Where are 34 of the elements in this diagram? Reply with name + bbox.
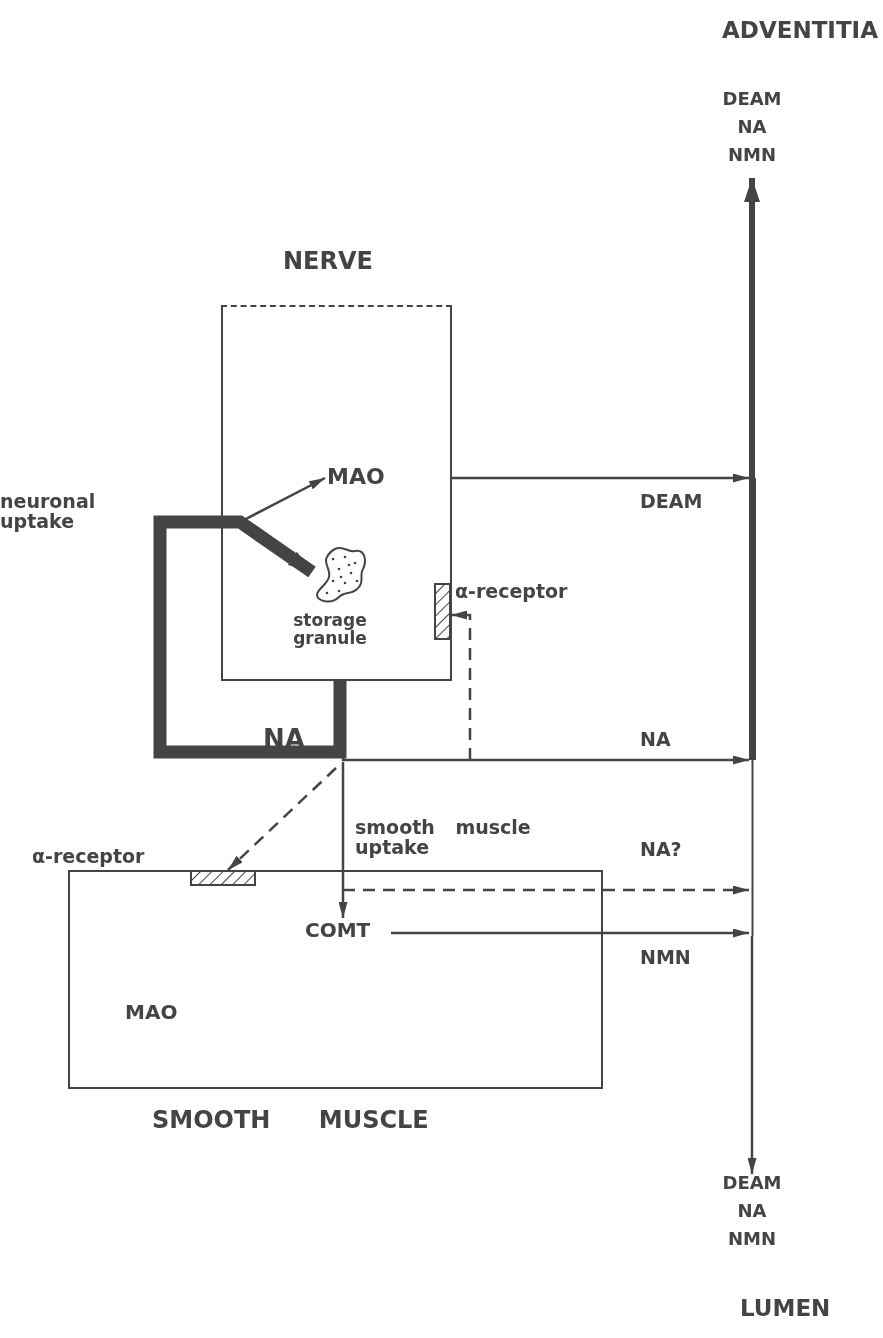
edge-label: smooth muscle uptake bbox=[355, 818, 532, 858]
receptor-label: α-receptor bbox=[32, 847, 145, 867]
text-label: neuronal uptake bbox=[0, 492, 97, 532]
enzyme-label: MAO bbox=[325, 464, 397, 492]
enzyme-label: MAO bbox=[123, 1000, 193, 1027]
arrow bbox=[338, 762, 348, 918]
receptor-patch bbox=[190, 870, 256, 886]
node-text: storage granule bbox=[292, 612, 368, 648]
arrow bbox=[452, 473, 749, 483]
metabolite-label: NMN bbox=[726, 146, 777, 165]
metabolite-label: NA bbox=[736, 118, 768, 137]
receptor-patch bbox=[434, 583, 451, 640]
thick-arrow bbox=[153, 515, 347, 759]
dashed-arrow bbox=[343, 885, 749, 895]
text-label: ADVENTITIA bbox=[722, 18, 878, 43]
thick-arrow bbox=[744, 178, 760, 478]
node-text: SMOOTH MUSCLE bbox=[152, 1108, 429, 1134]
edge-label: NA? bbox=[640, 840, 682, 860]
edge-label: NA bbox=[640, 730, 671, 750]
enzyme-label: COMT bbox=[303, 918, 391, 946]
text-label: LUMEN bbox=[740, 1296, 831, 1321]
edge-label: DEAM bbox=[640, 492, 703, 512]
arrow bbox=[391, 928, 749, 938]
receptor-label: α-receptor bbox=[455, 582, 568, 602]
vessel-wall-line bbox=[749, 478, 756, 936]
metabolite-label: NA bbox=[736, 1202, 768, 1221]
metabolite-label: DEAM bbox=[721, 1174, 783, 1193]
dashed-arrow bbox=[451, 610, 472, 760]
dashed-arrow bbox=[227, 767, 337, 871]
metabolite-label: NMN bbox=[726, 1230, 777, 1249]
arrow bbox=[747, 936, 757, 1174]
metabolite-label: DEAM bbox=[721, 90, 783, 109]
edge-label: NMN bbox=[640, 948, 691, 968]
node-text: NERVE bbox=[283, 249, 373, 275]
